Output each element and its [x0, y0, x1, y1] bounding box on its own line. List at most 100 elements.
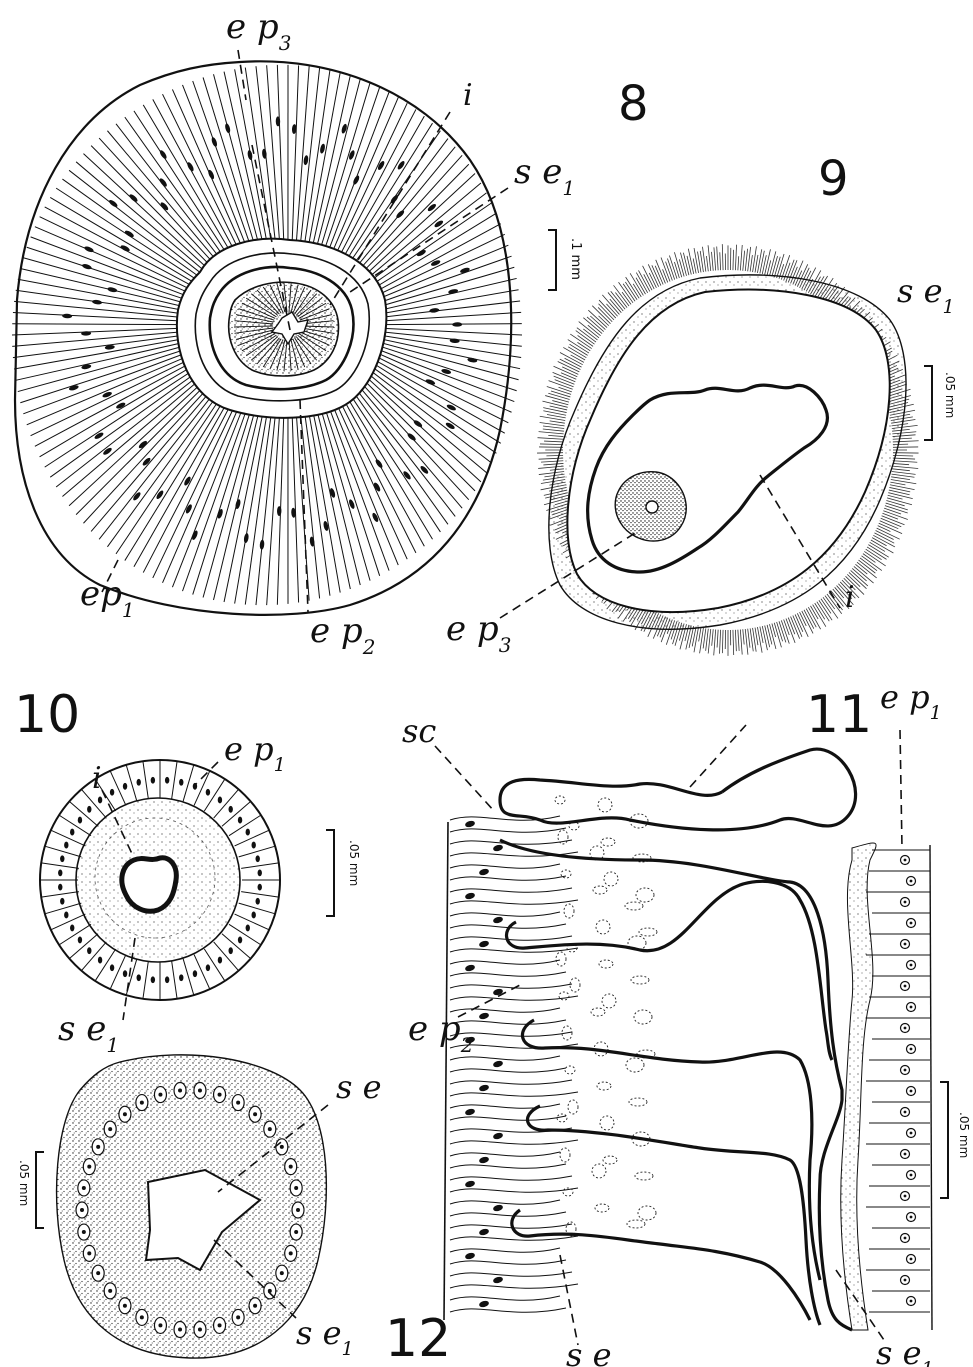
- fig9-cilium: [587, 317, 604, 332]
- fig12-nucleolus: [82, 1230, 86, 1234]
- fig9-cilium: [748, 629, 750, 648]
- fig11-cell-line: [450, 1140, 578, 1144]
- fig12-nucleolus: [236, 1101, 240, 1105]
- fig8-cell-line: [376, 301, 520, 318]
- fig8-cell-line: [374, 267, 514, 308]
- fig9-cilium: [884, 508, 901, 514]
- fig9-cilium: [745, 629, 748, 655]
- fig9-cilium: [544, 441, 563, 442]
- fig10-nucleus: [64, 912, 68, 919]
- fig8-cell-line: [69, 378, 207, 506]
- fig9-cilium: [547, 414, 566, 417]
- fig8-cell-line: [18, 279, 189, 311]
- fig11-nucleolus: [904, 1111, 907, 1114]
- fig9-cilium: [540, 444, 563, 445]
- fig8-cell-line: [374, 348, 514, 402]
- fig8-cell-line: [91, 385, 215, 531]
- fig11-vesicle: [600, 1116, 614, 1130]
- fig8-cell-line: [311, 404, 350, 589]
- fig8-scale-label: .1 mm: [568, 238, 583, 280]
- fig11-cell-line: [450, 1152, 560, 1156]
- fig8-cell-line: [203, 405, 256, 597]
- fig9-cilium: [743, 251, 745, 271]
- fig9-number: 9: [818, 151, 849, 207]
- fig11-cell-line: [450, 1164, 566, 1168]
- fig11-nucleolus: [910, 880, 913, 883]
- fig11-left-epithelium: [444, 816, 578, 1320]
- fig9-cilium: [558, 361, 580, 371]
- fig11-vesicle: [564, 904, 574, 918]
- fig8-cell-line: [193, 404, 253, 594]
- fig8-cell-line: [319, 83, 370, 254]
- fig12-nucleolus: [178, 1327, 182, 1331]
- fig8-nucleus: [374, 458, 383, 469]
- fig9-cilium: [738, 630, 739, 651]
- fig9-cilium: [738, 256, 739, 270]
- fig9-cilium: [561, 373, 576, 380]
- fig10-nucleus: [64, 842, 68, 849]
- fig12-nucleolus: [289, 1165, 293, 1169]
- fig8-cell-line: [354, 155, 462, 275]
- fig9-cilium: [774, 257, 780, 278]
- fig8-cell-line: [308, 72, 341, 250]
- fig9-cilium: [743, 629, 744, 644]
- fig9-cilium: [767, 625, 772, 645]
- fig9-cilium: [733, 630, 734, 655]
- fig12-nucleolus: [268, 1127, 272, 1131]
- fig9-cilium: [602, 295, 619, 315]
- fig11-nucleolus: [910, 1006, 913, 1009]
- fig9-cilium: [643, 266, 655, 289]
- fig12-nucleolus: [253, 1304, 257, 1308]
- fig8-cell-line: [16, 290, 189, 314]
- fig9-label-i: i: [845, 580, 855, 615]
- fig9-cilium: [598, 307, 612, 321]
- fig9-lumen: [646, 501, 658, 513]
- fig11-nucleus: [478, 1156, 489, 1164]
- fig11-cell-line: [450, 1116, 566, 1120]
- fig8-cell-line: [18, 345, 189, 392]
- fig8-cell-line: [203, 77, 256, 251]
- fig9-cilium: [720, 252, 721, 270]
- fig9-cilium: [892, 466, 918, 468]
- fig11-nucleus: [492, 1204, 503, 1212]
- fig10-nucleus: [193, 970, 197, 977]
- fig9-cilium: [722, 630, 723, 653]
- fig10-nucleus: [179, 779, 183, 786]
- fig12-nucleolus: [280, 1145, 284, 1149]
- fig9-cilium: [800, 612, 807, 626]
- fig12-nucleolus: [296, 1208, 300, 1212]
- fig11-vesicle: [591, 1008, 605, 1016]
- fig9-cilium: [555, 380, 574, 387]
- fig8-nucleus: [303, 155, 309, 166]
- fig11-cell-line: [450, 1212, 566, 1216]
- fig10-nucleus: [218, 797, 222, 804]
- fig11-vesicle: [634, 1010, 652, 1024]
- fig10-nucleus: [78, 817, 82, 824]
- fig8-cell-line: [375, 278, 517, 311]
- fig8-cell-line: [308, 405, 341, 593]
- fig8-number: 8: [618, 76, 649, 132]
- fig8-cell-line: [153, 99, 238, 257]
- fig10-nucleus: [256, 855, 260, 862]
- fig9-cilium: [757, 249, 761, 273]
- fig8-nucleus: [191, 530, 199, 541]
- fig11-cell-line: [450, 888, 572, 892]
- fig9-cilium: [712, 252, 714, 271]
- fig10-nucleus: [137, 974, 141, 981]
- fig9-cilium: [699, 628, 701, 642]
- fig8-cell-line: [372, 245, 509, 302]
- fig9-cilium: [656, 260, 666, 284]
- fig9-cilium: [560, 352, 583, 364]
- fig11-vesicle: [635, 1172, 653, 1180]
- fig11-cell-line: [450, 828, 566, 832]
- fig11-basal-line: [444, 822, 448, 1320]
- fig11-cell-line: [450, 1080, 572, 1084]
- fig8-cell-line: [365, 203, 491, 290]
- fig8-nucleus: [81, 263, 92, 270]
- fig8-nucleus: [243, 533, 249, 544]
- fig8-cell-line: [363, 369, 486, 472]
- fig9-cilium: [708, 629, 711, 653]
- fig11-cell-line: [450, 936, 572, 940]
- fig12-nucleolus: [82, 1186, 86, 1190]
